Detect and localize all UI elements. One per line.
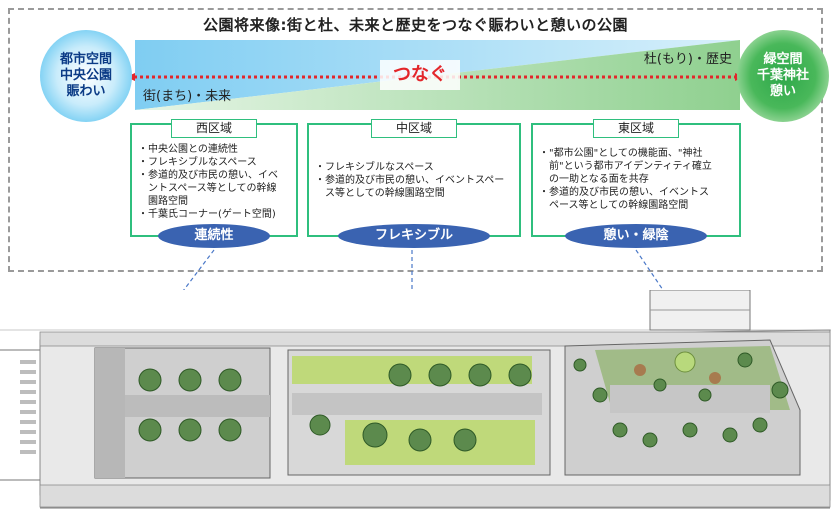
- urban-circle-line2: 中央公園: [59, 68, 112, 83]
- east-item: ・参道的及び市民の憩い、イベントス: [539, 187, 709, 198]
- west-item: ・フレキシブルなスペース: [138, 157, 257, 168]
- green-circle-line1: 緑空間: [763, 52, 803, 67]
- middle-item: ス等としての幹線園路空間: [315, 188, 445, 199]
- east-item: 前"という都市アイデンティティ確立: [539, 161, 712, 172]
- east-item: ペース等としての幹線園路空間: [539, 200, 689, 211]
- west-district-box: 西区域 ・中央公園との連続性 ・フレキシブルなスペース ・参道的及び市民の憩い、…: [130, 119, 298, 237]
- green-space-circle: 緑空間 千葉神社 憩い: [737, 30, 829, 122]
- urban-space-circle: 都市空間 中央公園 賑わい: [40, 30, 132, 122]
- forest-history-label: 杜(もり)・歴史: [643, 52, 732, 67]
- west-district-heading: 西区域: [171, 119, 257, 138]
- middle-district-box: 中区域 ・フレキシブルなスペース ・参道的及び市民の憩い、イベントスペー ス等と…: [307, 119, 521, 237]
- east-item: の一助となる面を共存: [539, 174, 649, 185]
- middle-item: ・参道的及び市民の憩い、イベントスペー: [315, 175, 505, 186]
- green-circle-line3: 憩い: [769, 84, 796, 99]
- connect-label: つなぐ: [380, 60, 460, 90]
- city-future-label: 街(まち)・未来: [143, 89, 232, 104]
- west-item: 園路空間: [138, 196, 188, 207]
- urban-circle-line1: 都市空間: [59, 52, 112, 67]
- west-item: ・千葉氏コーナー(ゲート空間): [138, 209, 276, 220]
- middle-keyword-pill: フレキシブル: [338, 224, 490, 248]
- east-district-heading: 東区域: [593, 119, 679, 138]
- west-item: ・中央公園との連続性: [138, 144, 238, 155]
- west-keyword-pill: 連続性: [158, 224, 270, 248]
- vision-frame: [8, 8, 823, 272]
- urban-circle-line3: 賑わい: [66, 84, 106, 99]
- middle-item: ・フレキシブルなスペース: [315, 162, 434, 173]
- green-circle-line2: 千葉神社: [756, 68, 809, 83]
- east-keyword-pill: 憩い・緑陰: [565, 224, 707, 248]
- east-item: ・"都市公園"としての機能面、"神社: [539, 148, 703, 159]
- west-item: ントスペース等としての幹線: [138, 183, 277, 194]
- site-plan: [0, 290, 831, 526]
- middle-district-heading: 中区域: [371, 119, 457, 138]
- west-item: ・参道的及び市民の憩い、イベ: [138, 170, 278, 181]
- east-district-box: 東区域 ・"都市公園"としての機能面、"神社 前"という都市アイデンティティ確立…: [531, 119, 741, 237]
- page-title: 公園将来像:街と杜、未来と歴史をつなぐ賑わいと憩いの公園: [202, 16, 628, 34]
